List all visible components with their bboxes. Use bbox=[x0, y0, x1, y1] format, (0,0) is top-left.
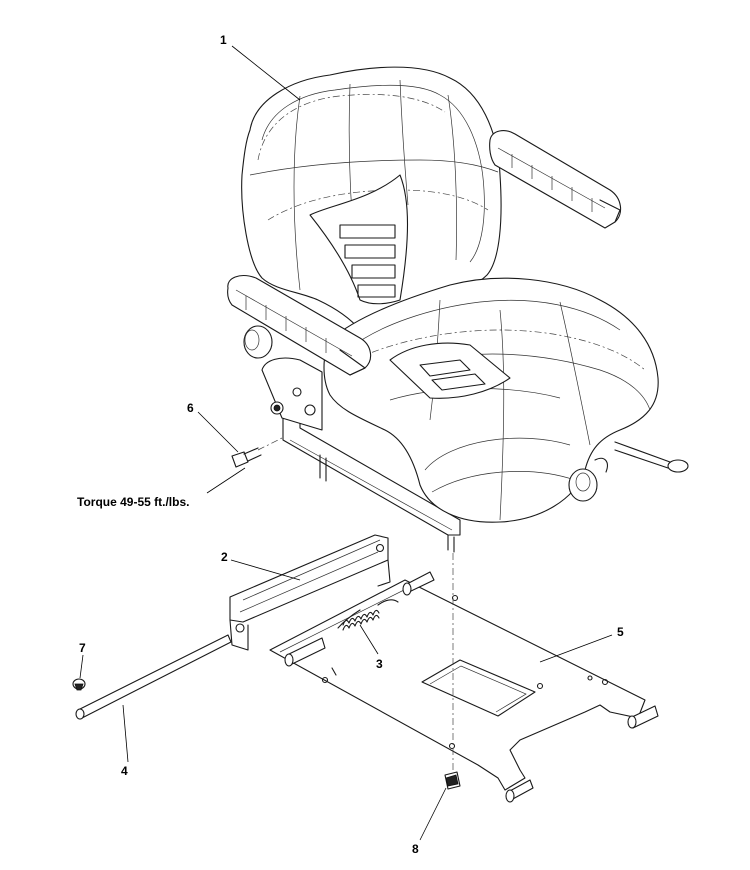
callout-1: 1 bbox=[220, 33, 227, 47]
callout-2: 2 bbox=[221, 550, 228, 564]
seat-part bbox=[227, 66, 689, 553]
callout-4: 4 bbox=[121, 764, 128, 778]
callout-3: 3 bbox=[376, 657, 383, 671]
bolt-part-6 bbox=[231, 437, 283, 468]
callout-7: 7 bbox=[79, 641, 86, 655]
clip-part-7 bbox=[72, 678, 86, 691]
nut-part-8 bbox=[444, 552, 461, 790]
plate-part-5 bbox=[269, 571, 659, 803]
spring-part-3 bbox=[337, 599, 399, 631]
bracket-part-2 bbox=[229, 534, 391, 651]
callout-5: 5 bbox=[617, 625, 624, 639]
callout-6: 6 bbox=[187, 401, 194, 415]
callout-8: 8 bbox=[412, 842, 419, 856]
rod-part-4 bbox=[75, 634, 232, 720]
leader-lines bbox=[79, 45, 613, 841]
torque-note: Torque 49-55 ft./lbs. bbox=[77, 495, 189, 509]
